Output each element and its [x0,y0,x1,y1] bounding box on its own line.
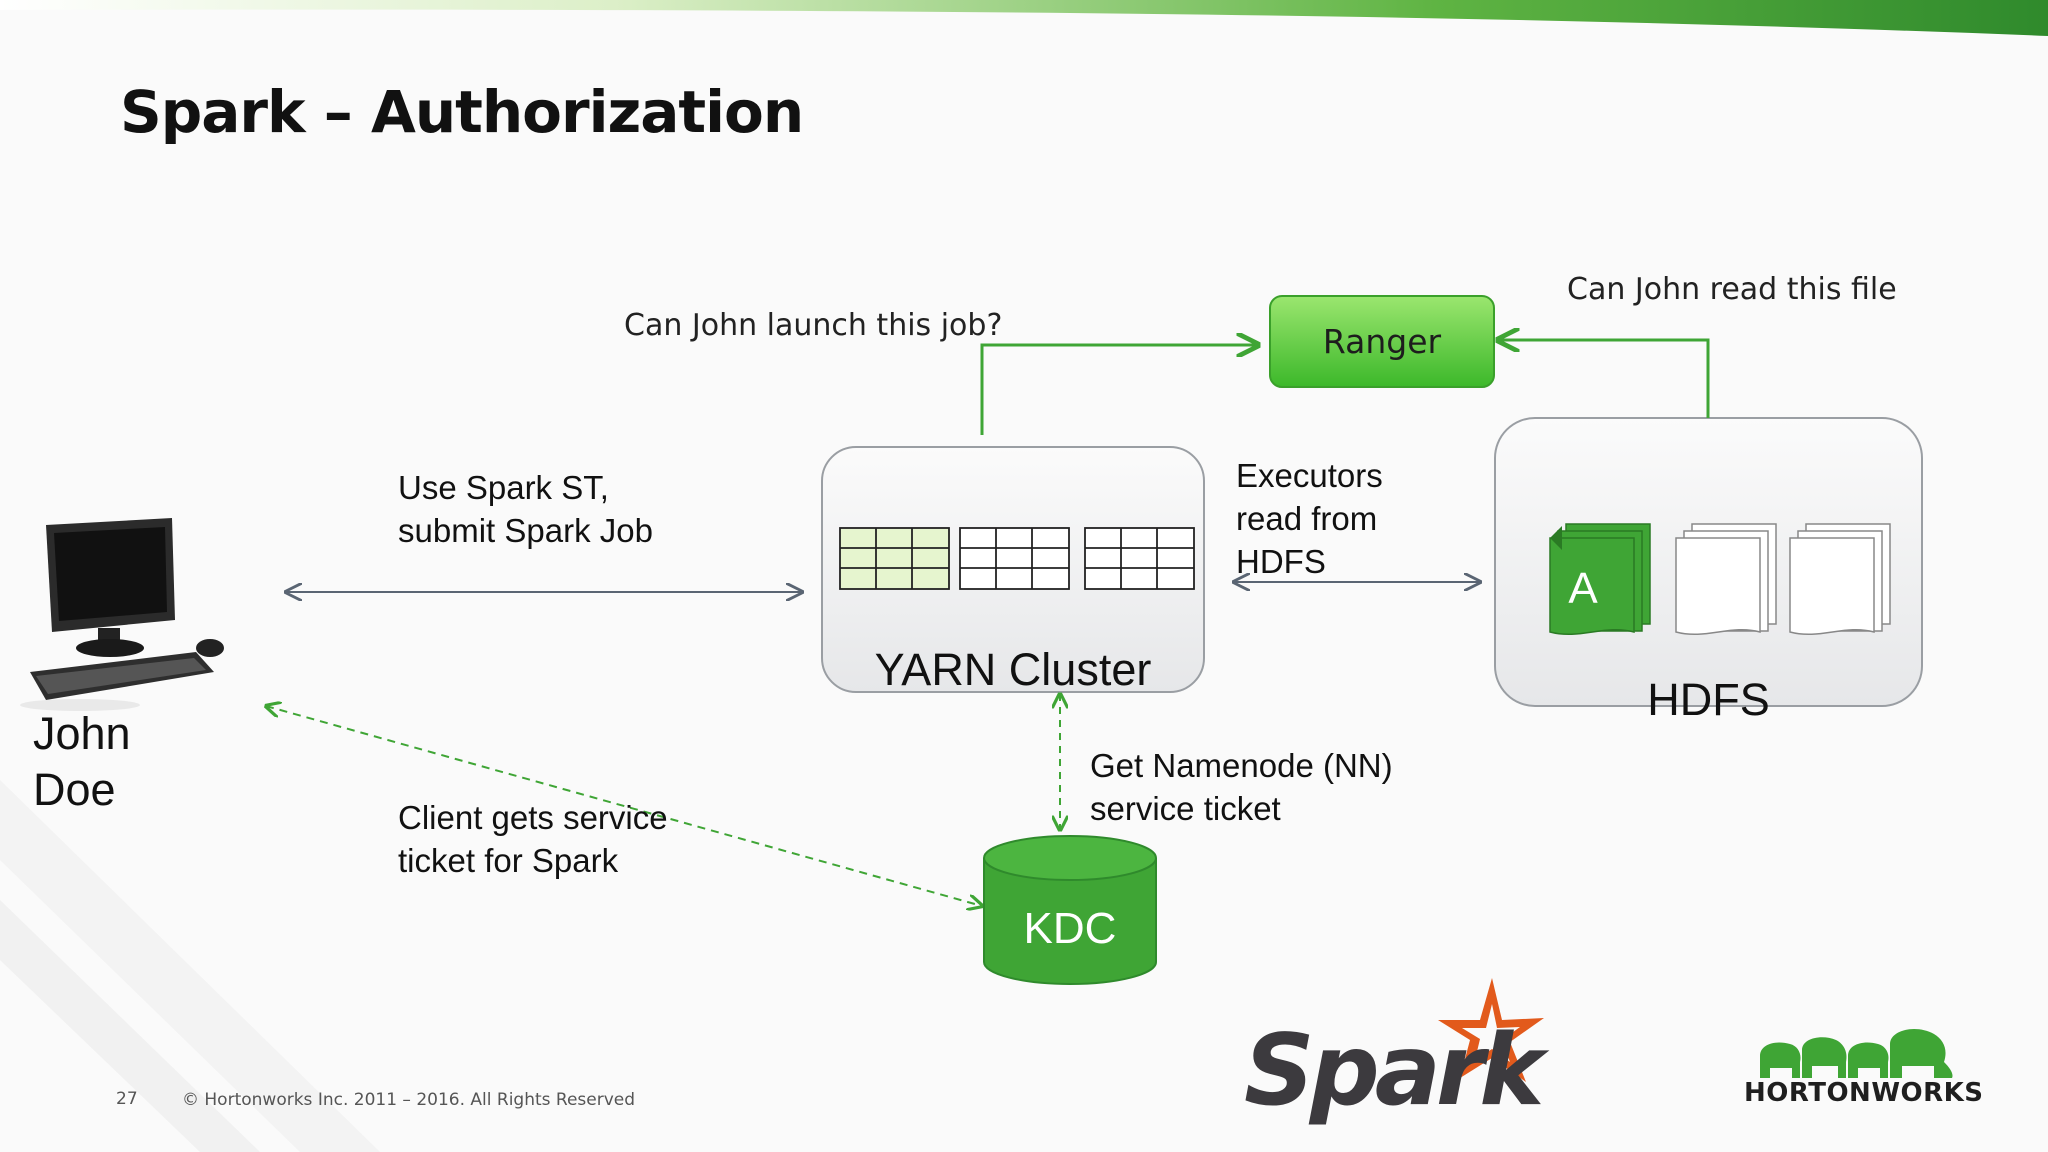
launch-question: Can John launch this job? [624,308,1003,343]
executors-label-line3: HDFS [1236,543,1326,580]
yarn-grid-1 [839,527,950,590]
user-label-line2: Doe [33,764,116,815]
yarn-ranger-arrow [980,345,1258,435]
yarn-grid-2 [959,527,1070,590]
file-c-icon [1789,523,1891,636]
spark-logo: Spark [1240,970,1560,1150]
file-b-label: B [1694,564,1724,613]
client-ticket-label-line2: ticket for Spark [398,842,619,879]
computer-icon [20,518,224,711]
executors-label: Executors read from HDFS [1236,454,1383,583]
yarn-grid-3 [1084,527,1195,590]
namenode-label-line2: service ticket [1090,790,1281,827]
client-ticket-label-line1: Client gets service [398,799,668,836]
kdc-database-icon [983,835,1157,985]
namenode-label: Get Namenode (NN) service ticket [1090,744,1393,830]
client-kdc-ticket-arrow [266,706,982,906]
executors-label-line1: Executors [1236,457,1383,494]
spark-star-icon [1438,978,1544,1082]
hdfs-label: HDFS [1647,674,1770,725]
file-a-icon [1549,523,1651,636]
submit-job-label-line2: submit Spark Job [398,512,653,549]
executors-label-line2: read from [1236,500,1378,537]
spark-logo-text: Spark [1244,1014,1544,1128]
submit-job-label-line1: Use Spark ST, [398,469,609,506]
user-label-line1: John [33,708,131,759]
file-b-icon [1675,523,1777,636]
submit-job-label: Use Spark ST, submit Spark Job [398,466,653,552]
hdfs-ranger-arrow [1498,340,1710,418]
kdc-label: KDC [1023,904,1117,953]
namenode-label-line1: Get Namenode (NN) [1090,747,1393,784]
read-question: Can John read this file [1567,272,1897,307]
top-accent-bar [0,0,2048,36]
elephant-icon [1760,1029,1953,1078]
hortonworks-logo: HORTONWORKS [1740,1022,1983,1112]
hortonworks-logo-text: HORTONWORKS [1744,1078,1984,1108]
ranger-label: Ranger [1322,322,1442,361]
user-label: John Doe [33,706,131,818]
file-c-label: C [1807,564,1839,613]
page-number: 27 [116,1089,138,1109]
slide-title: Spark – Authorization [120,78,804,146]
client-ticket-label: Client gets service ticket for Spark [398,796,668,882]
ranger-box [1269,295,1495,388]
yarn-cluster-label: YARN Cluster [874,644,1152,695]
file-a-label: A [1568,564,1598,613]
copyright-notice: © Hortonworks Inc. 2011 – 2016. All Righ… [182,1090,636,1110]
